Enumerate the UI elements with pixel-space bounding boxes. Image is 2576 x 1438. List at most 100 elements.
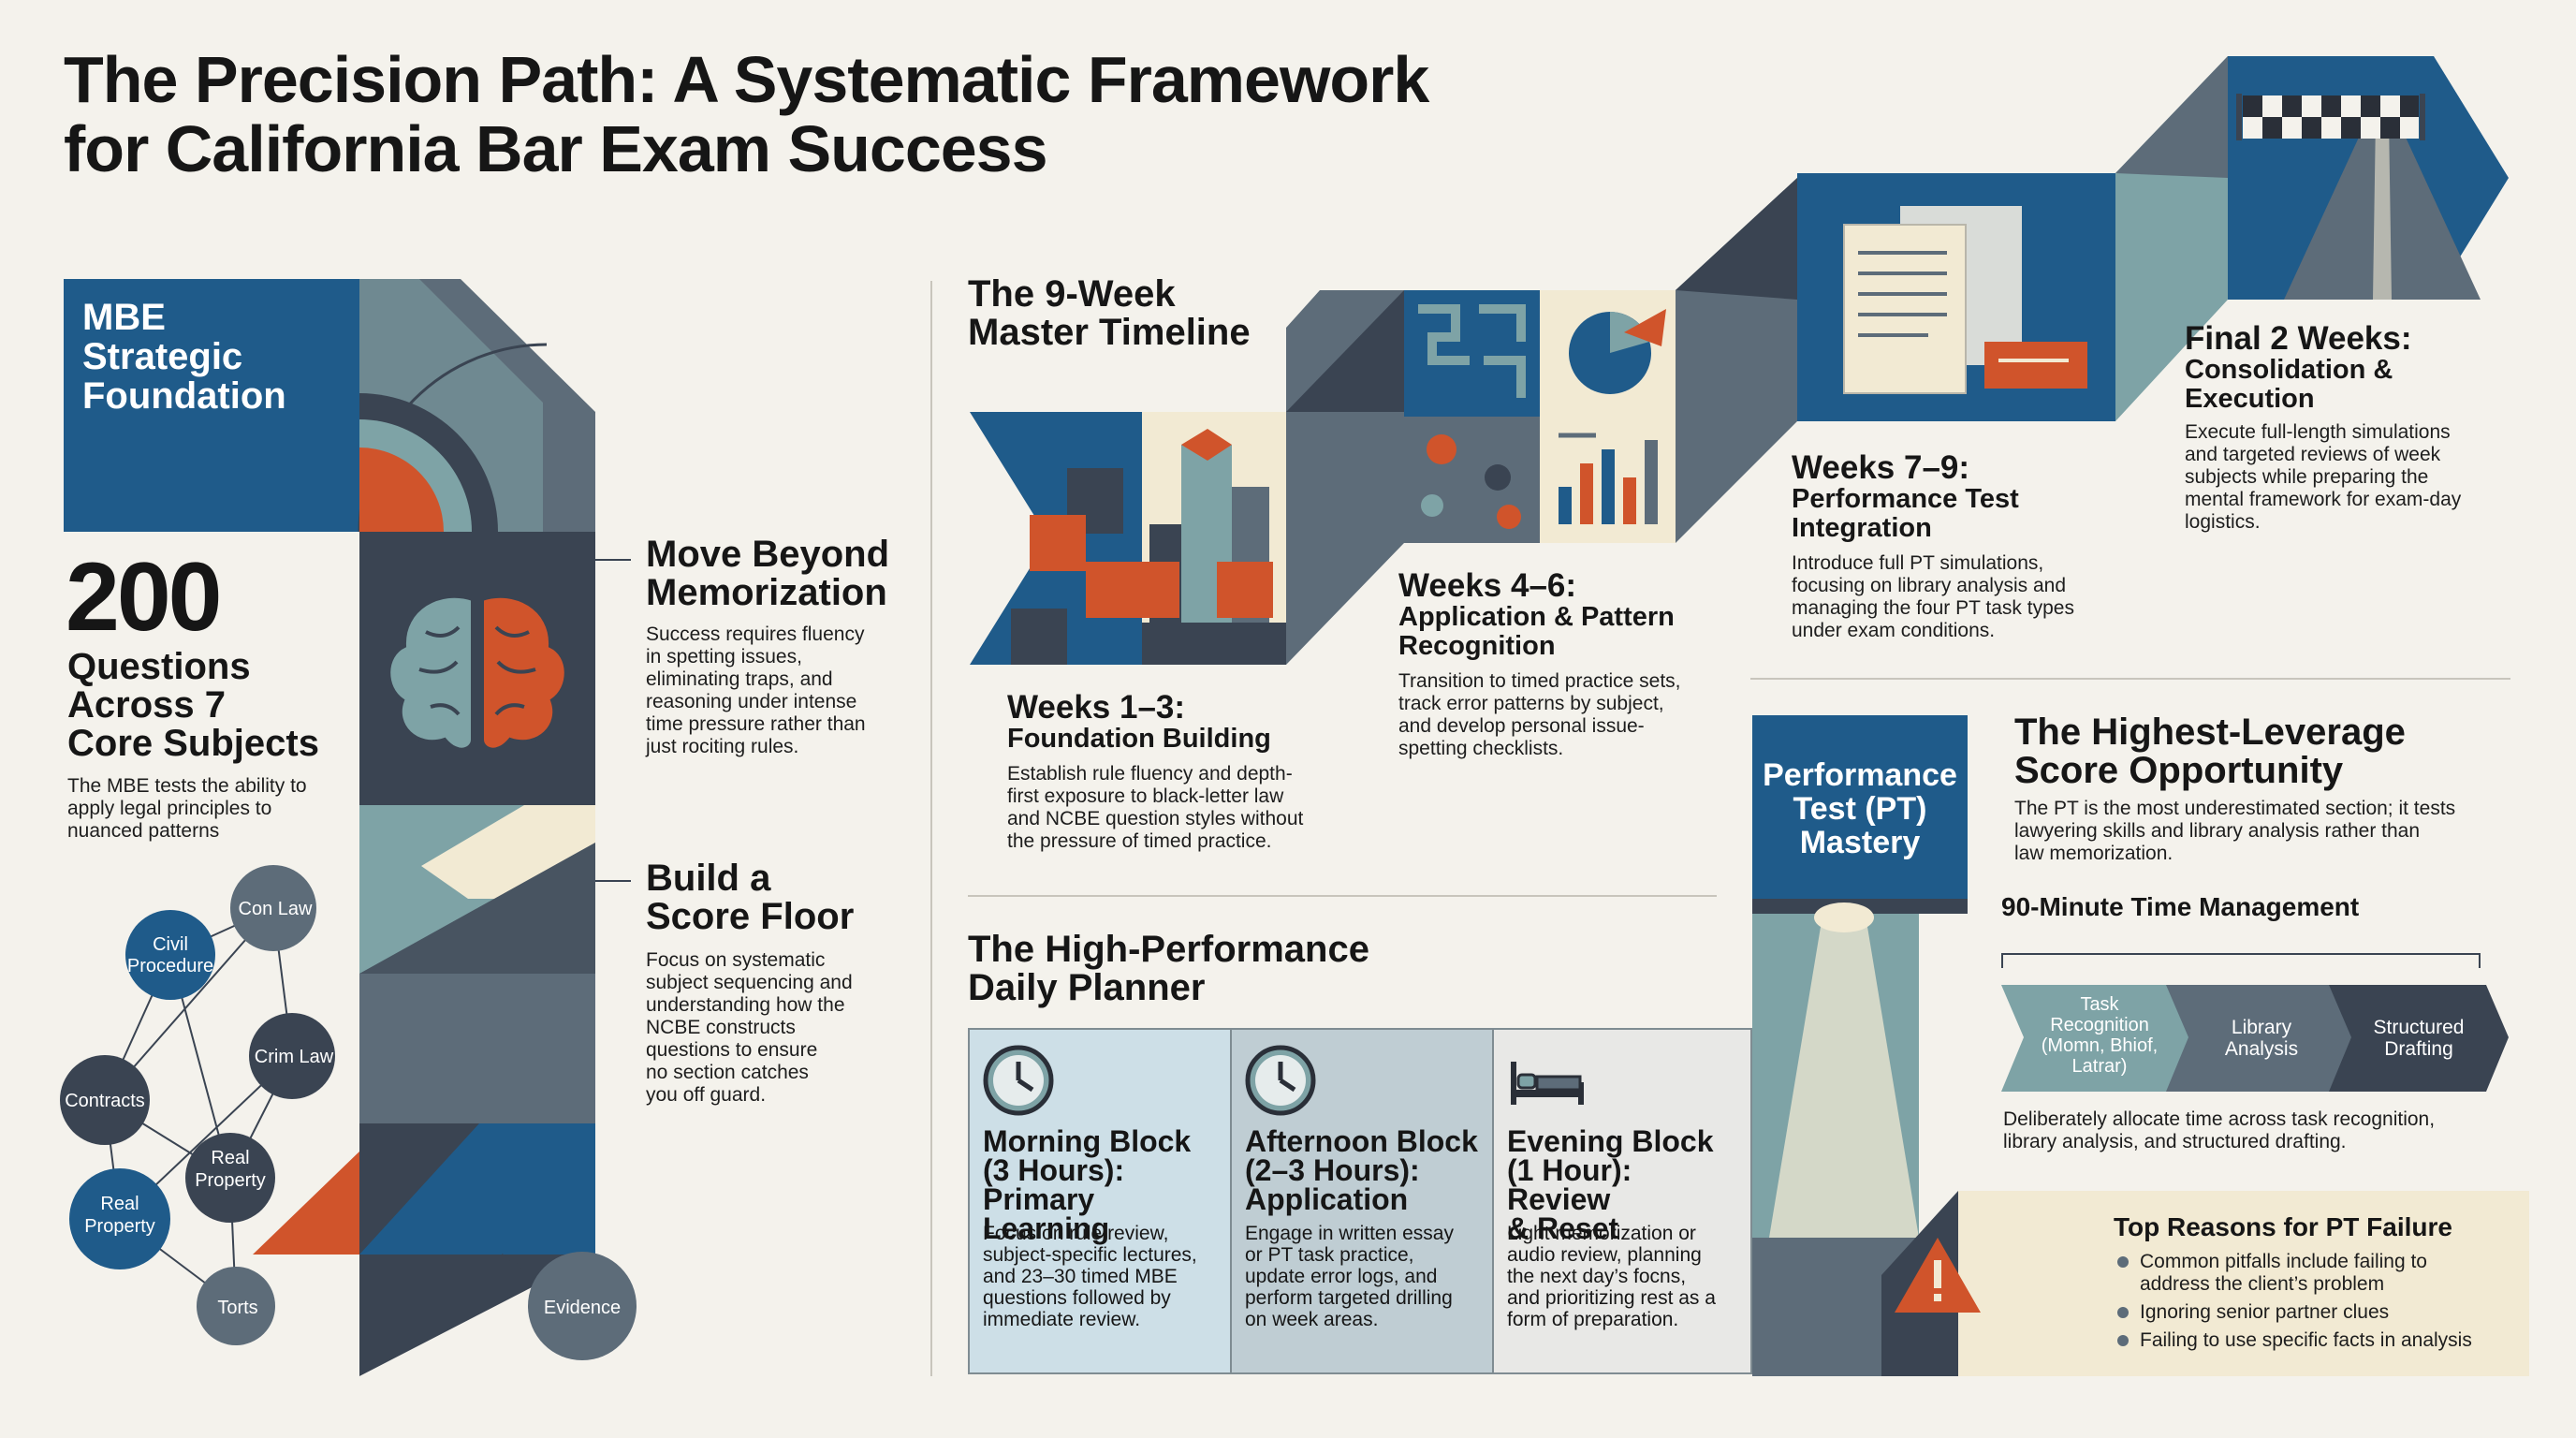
failure-item: Failing to use specific facts in analysi… <box>2117 1329 2529 1352</box>
failure-item-3-line-1: Failing to use specific facts in analysi… <box>2140 1329 2472 1351</box>
timeline-staircase-graphic <box>970 56 2509 665</box>
score-floor-description: Focus on systematic subject sequencing a… <box>646 949 853 1107</box>
score-floor-title-2: Score Floor <box>646 896 855 937</box>
memorization-title-1: Move Beyond <box>646 534 890 575</box>
memorization-desc-6: just rociting rules. <box>646 736 799 757</box>
bullet-icon <box>2117 1335 2129 1346</box>
phase2-subtitle-2: Recognition <box>1398 631 1556 661</box>
pt-desc-2: lawyering skills and library analysis ra… <box>2014 820 2421 842</box>
phase4-desc-5: logistics. <box>2185 511 2261 533</box>
node-label-real-a-2: Property <box>195 1170 266 1191</box>
steps-desc-2: library analysis, and structured draftin… <box>2003 1131 2347 1152</box>
phase2-desc-1: Transition to timed practice sets, <box>1398 670 1681 692</box>
pt-title-2: Score Opportunity <box>2014 750 2344 791</box>
steps-desc-1: Deliberately allocate time across task r… <box>2003 1108 2436 1130</box>
mbe-heading: MBE Strategic Foundation <box>82 298 286 416</box>
phase3-subtitle-2: Integration <box>1792 513 1932 543</box>
connector-memorization <box>595 559 631 561</box>
phase3-subtitle-1: Performance Test <box>1792 484 2019 514</box>
step-library-analysis-label: Library Analysis <box>2185 1017 2338 1060</box>
node-contracts <box>60 1055 150 1145</box>
node-label-real-a-1: Real <box>211 1148 249 1168</box>
afternoon-title-1: Afternoon Block <box>1245 1124 1478 1158</box>
spotlight-beam <box>1769 921 1919 1238</box>
planner-title-1: The High-Performance <box>968 929 1369 970</box>
morning-desc-1: Focus on rule review, <box>983 1223 1169 1244</box>
afternoon-desc: Engage in written essay or PT task pract… <box>1245 1223 1490 1330</box>
score-floor-desc-3: understanding how the <box>646 994 845 1016</box>
bed-icon <box>1511 1062 1584 1105</box>
page-title: The Precision Path: A Systematic Framewo… <box>64 45 1468 183</box>
brain-icon <box>387 594 568 752</box>
step2-line-1: Library <box>2231 1017 2292 1038</box>
mbe-desc-line-2: apply legal principles to <box>67 798 272 819</box>
step-task-recognition-label: Task Recognition (Momn, Bhiof, Latrar) <box>2022 994 2177 1077</box>
orange-triangle <box>253 1152 359 1255</box>
morning-desc-4: questions followed by <box>983 1287 1171 1309</box>
mbe-heading-line-3: Foundation <box>82 375 286 417</box>
step-structured-drafting-label: Structured Drafting <box>2346 1017 2492 1060</box>
afternoon-desc-4: perform targeted drilling <box>1245 1287 1453 1309</box>
mbe-heading-block <box>64 279 359 532</box>
evening-title-1: Evening Block <box>1507 1124 1714 1158</box>
evening-title-2: (1 Hour): Review <box>1507 1153 1632 1216</box>
pt-failure-panel <box>1958 1191 2529 1376</box>
phase2-subtitle-1: Application & Pattern <box>1398 602 1675 632</box>
failure-item: Ignoring senior partner clues <box>2117 1301 2529 1324</box>
phase1-desc-1: Establish rule fluency and depth- <box>1007 763 1293 785</box>
afternoon-desc-1: Engage in written essay <box>1245 1223 1454 1244</box>
morning-title-3: Primary Learning <box>983 1182 1110 1245</box>
step1-line-2: Recognition <box>2050 1015 2149 1035</box>
phase4-desc-3: subjects while preparing the <box>2185 466 2429 488</box>
mbe-stat-label: Questions Across 7 Core Subjects <box>67 648 319 763</box>
morning-desc: Focus on rule review, subject-specific l… <box>983 1223 1228 1330</box>
evening-title: Evening Block (1 Hour): Review & Reset <box>1507 1124 1741 1243</box>
memorization-desc-2: in spetting issues, <box>646 646 802 668</box>
pt-time-heading: 90-Minute Time Management <box>2001 892 2360 921</box>
planner-card-morning: Morning Block (3 Hours): Primary Learnin… <box>968 1028 1232 1374</box>
node-label-crim-law: Crim Law <box>255 1047 334 1067</box>
timeline-title-2: Master Timeline <box>968 312 1251 353</box>
phase-weeks-4-6: Weeks 4–6: Application & Pattern Recogni… <box>1398 569 1792 760</box>
node-evidence <box>528 1252 637 1360</box>
mbe-heading-line-1: MBE <box>82 297 166 338</box>
evening-desc: Light memorization or audio review, plan… <box>1507 1223 1752 1330</box>
failure-item-1-line-1: Common pitfalls include failing to <box>2140 1251 2427 1272</box>
score-floor-desc-7: you off guard. <box>646 1084 767 1106</box>
step3-line-2: Drafting <box>2384 1038 2453 1060</box>
finish-flag-icon <box>2243 95 2419 139</box>
step1-line-3: (Momn, Bhiof, <box>2041 1035 2159 1056</box>
afternoon-desc-2: or PT task practice, <box>1245 1244 1414 1266</box>
memorization-desc-4: reasoning under intense <box>646 691 857 712</box>
step-library-analysis <box>2166 985 2359 1092</box>
pt-banner-title: Performance Test (PT) Mastery <box>1752 758 1968 859</box>
phase4-title: Final 2 Weeks: <box>2185 320 2412 357</box>
time-bracket <box>2001 953 2481 968</box>
pt-title: The Highest-Leverage Score Opportunity <box>2014 713 2406 790</box>
bullet-icon <box>2117 1256 2129 1268</box>
node-label-con-law: Con Law <box>239 899 313 919</box>
phase1-desc-3: and NCBE question styles without <box>1007 808 1304 829</box>
step2-line-2: Analysis <box>2224 1038 2299 1060</box>
failure-item-1-line-2: address the client’s problem <box>2140 1273 2385 1295</box>
step-task-recognition <box>2001 985 2194 1092</box>
afternoon-title: Afternoon Block (2–3 Hours): Application <box>1245 1124 1479 1214</box>
step1-line-4: Latrar) <box>2071 1056 2128 1077</box>
node-label-real-b-1: Real <box>100 1194 139 1214</box>
morning-desc-5: immediate review. <box>983 1309 1141 1330</box>
node-label-contracts: Contracts <box>65 1091 145 1111</box>
bullet-icon <box>2117 1307 2129 1318</box>
phase2-desc-4: spetting checklists. <box>1398 738 1564 759</box>
phase4-desc-4: mental framework for exam-day <box>2185 489 2462 510</box>
phase1-title: Weeks 1–3: <box>1007 689 1186 726</box>
evening-desc-3: the next day’s focns, <box>1507 1266 1687 1287</box>
morning-desc-3: and 23–30 timed MBE <box>983 1266 1178 1287</box>
node-civil-procedure <box>125 910 215 1000</box>
score-floor-desc-4: NCBE constructs <box>646 1017 796 1038</box>
phase1-subtitle: Foundation Building <box>1007 724 1271 754</box>
planner-title-2: Daily Planner <box>968 967 1206 1008</box>
memorization-title: Move Beyond Memorization <box>646 536 889 612</box>
planner-title: The High-Performance Daily Planner <box>968 931 1369 1007</box>
phase2-desc-3: and develop personal issue- <box>1398 715 1645 737</box>
phase2-desc-2: track error patterns by subject, <box>1398 693 1664 714</box>
